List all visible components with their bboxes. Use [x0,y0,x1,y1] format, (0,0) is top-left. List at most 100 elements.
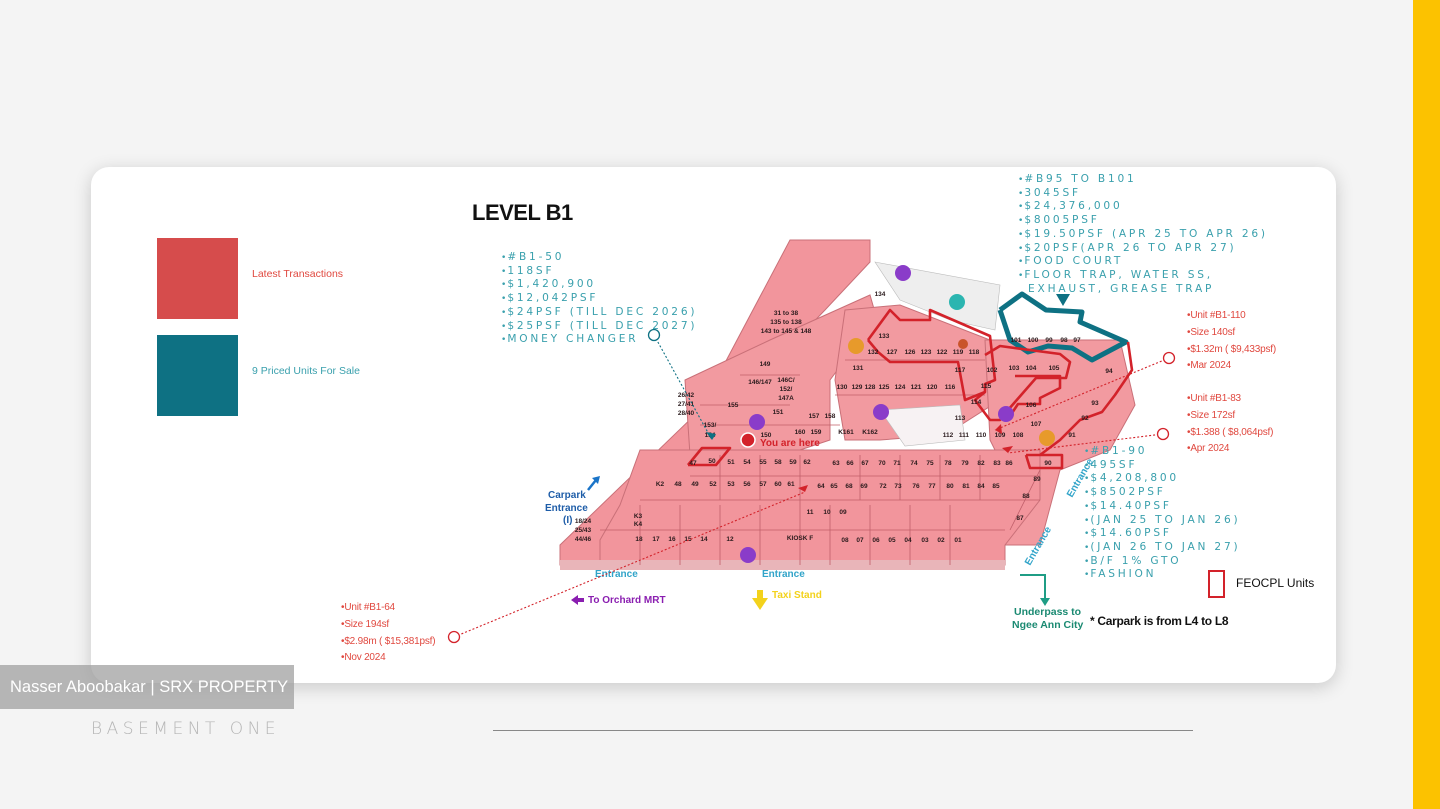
unit-number-label: 05 [888,537,896,544]
unit-number-label: 102 [987,367,998,374]
feocpl-legend-box [1208,570,1225,598]
unit-number-label: 85 [992,483,1000,490]
unit-number-label: 93 [1091,400,1099,407]
unit-number-label: 07 [856,537,864,544]
unit-number-label: 105 [1049,365,1060,372]
b95-psf: $8005PSF [1018,214,1268,228]
unit-number-label: 01 [954,537,962,544]
unit-number-label: 149 [760,361,771,368]
b64-price: $2.98m ( $15,381psf) [341,634,435,651]
unit-number-label: 50 [708,458,716,465]
callout-anchor-b83 [1156,427,1170,441]
unit-number-label: 109 [995,432,1006,439]
unit-number-label: K2 [656,481,665,488]
unit-number-label: 25/43 [575,527,592,534]
for-sale-pointer-b95 [1056,294,1070,306]
unit-number-label: 90 [1044,460,1052,467]
unit-number-label: 119 [953,349,964,356]
footer-title: BASEMENT ONE [91,719,281,739]
unit-number-label: 121 [911,384,922,391]
carpark-label: Carpark [548,490,586,501]
unit-number-label: 159 [811,429,822,436]
b90-unit: #B1-90 [1084,445,1240,459]
watermark-banner: Nasser Aboobakar | SRX PROPERTY [0,665,294,709]
white-plaza [879,404,966,447]
unit-number-label: 126 [905,349,916,356]
unit-number-label: 146C/ [777,377,795,384]
unit-number-label: 62 [803,459,811,466]
unit-number-label: 81 [962,483,970,490]
b83-unit: Unit #B1-83 [1187,391,1273,408]
callout-leader-lines [453,334,1170,638]
unit-number-label: 49 [691,481,699,488]
unit-number-label: 143 to 145 & 148 [761,328,812,335]
unit-number-label: 73 [894,483,902,490]
unit-number-label: 12 [726,536,734,543]
unit-number-label: 75 [926,460,934,467]
unit-number-label: 11 [807,509,814,516]
callout-anchor-b110 [1162,351,1176,365]
unit-number-label: 54 [743,459,751,466]
b50-rent-2026: $24PSF (TILL DEC 2026) [501,306,697,320]
unit-number-label: 31 to 38 [774,310,799,317]
legend-swatch-for-sale [157,335,238,416]
b64-unit: Unit #B1-64 [341,600,435,617]
legend-label-for-sale: 9 Priced Units For Sale [252,365,360,377]
unit-number-label: 52 [709,481,717,488]
unit-number-label: 76 [912,483,920,490]
footer-divider [493,730,1193,731]
carpark-entrance-id: (I) [563,515,572,526]
unit-number-label: 17 [652,536,660,543]
unit-number-label: K4 [634,521,643,528]
entrance-label-center: Entrance [762,569,805,580]
unit-number-label: 79 [961,460,969,467]
unit-number-label: 65 [830,483,838,490]
unit-number-label: 151 [773,409,784,416]
b64-date: Nov 2024 [341,650,435,667]
mall-front-row [599,449,1041,566]
unit-number-label: 67 [861,460,869,467]
accent-sidebar-bar [1413,0,1440,809]
restroom-teal-icon [949,294,965,310]
unit-number-label: 66 [846,460,854,467]
unit-number-label: 106 [1026,402,1037,409]
b90-rent-2026: $14.60PSF [1084,527,1240,541]
orchard-mrt-arrow-icon [571,595,578,605]
to-orchard-mrt-label: To Orchard MRT [588,595,666,606]
unit-number-label: 57 [759,481,767,488]
callout-b64-transaction: Unit #B1-64 Size 194sf $2.98m ( $15,381p… [341,600,435,667]
unit-number-label: 48 [674,481,682,488]
b110-date: Mar 2024 [1187,358,1276,375]
unit-number-label: 26/42 [678,392,695,399]
b50-price: $1,420,900 [501,278,697,292]
callout-b83-transaction: Unit #B1-83 Size 172sf $1.388 ( $8,064ps… [1187,391,1273,458]
unit-number-label: 116 [945,384,956,391]
unit-number-label: 134 [875,291,886,298]
unit-number-label: 83 [993,460,1001,467]
unit-number-label: 111 [959,432,970,439]
unit-number-label: 103 [1009,365,1020,372]
unit-number-label: 78 [944,460,952,467]
unit-number-label: 58 [774,459,782,466]
unit-number-label: 88 [1022,493,1030,500]
unit-number-label: 110 [976,432,987,439]
b90-rent-2025-period: (JAN 25 TO JAN 26) [1084,514,1240,528]
feocpl-red-outlines [686,308,1134,470]
unit-number-label: 128 [865,384,876,391]
unit-number-label: 130 [837,384,848,391]
unit-number-label: 146/147 [748,379,772,386]
callout-arrowhead-b50 [706,432,716,440]
b90-rent-2025: $14.40PSF [1084,500,1240,514]
feocpl-legend-label: FEOCPL Units [1236,576,1315,590]
unit-number-label: 08 [841,537,849,544]
entrance-label-left: Entrance [595,569,638,580]
unit-number-label: 97 [1073,337,1081,344]
unit-number-label: 127 [887,349,898,356]
unit-number-label: 89 [1033,476,1041,483]
b90-psf: $8502PSF [1084,486,1240,500]
b110-unit: Unit #B1-110 [1187,308,1276,325]
unit-number-label: 71 [893,460,901,467]
b90-rent-2026-period: (JAN 26 TO JAN 27) [1084,541,1240,555]
unit-number-label: 123 [921,349,932,356]
unit-number-label: 84 [977,483,985,490]
